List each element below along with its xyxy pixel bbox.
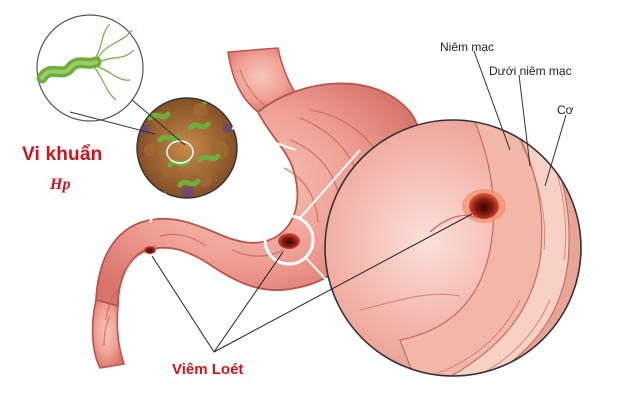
tissue-leader-lines xyxy=(473,50,567,187)
gastric-ulcer xyxy=(278,233,300,249)
ulcer-highlight-ring xyxy=(263,214,315,266)
label-muscle: Cơ xyxy=(557,103,574,117)
duodenal-ulcer xyxy=(144,246,156,254)
ulcer-leader-lines xyxy=(151,213,473,353)
bacterium-detail xyxy=(36,14,144,122)
ulcer-crater xyxy=(469,193,499,219)
label-mucosa: Niêm mạc xyxy=(440,40,495,54)
duodenum xyxy=(91,299,126,369)
label-bacteria-hp: Hp xyxy=(50,176,71,193)
bacteria-micro-view xyxy=(136,97,238,199)
label-submucosa: Dưới niêm mạc xyxy=(489,64,572,78)
bacterium-connector-lines xyxy=(69,99,186,146)
micro-connector-lines xyxy=(149,127,297,223)
label-bacteria: Vi khuẩn xyxy=(22,144,103,165)
label-ulcer: Viêm Loét xyxy=(172,361,244,378)
